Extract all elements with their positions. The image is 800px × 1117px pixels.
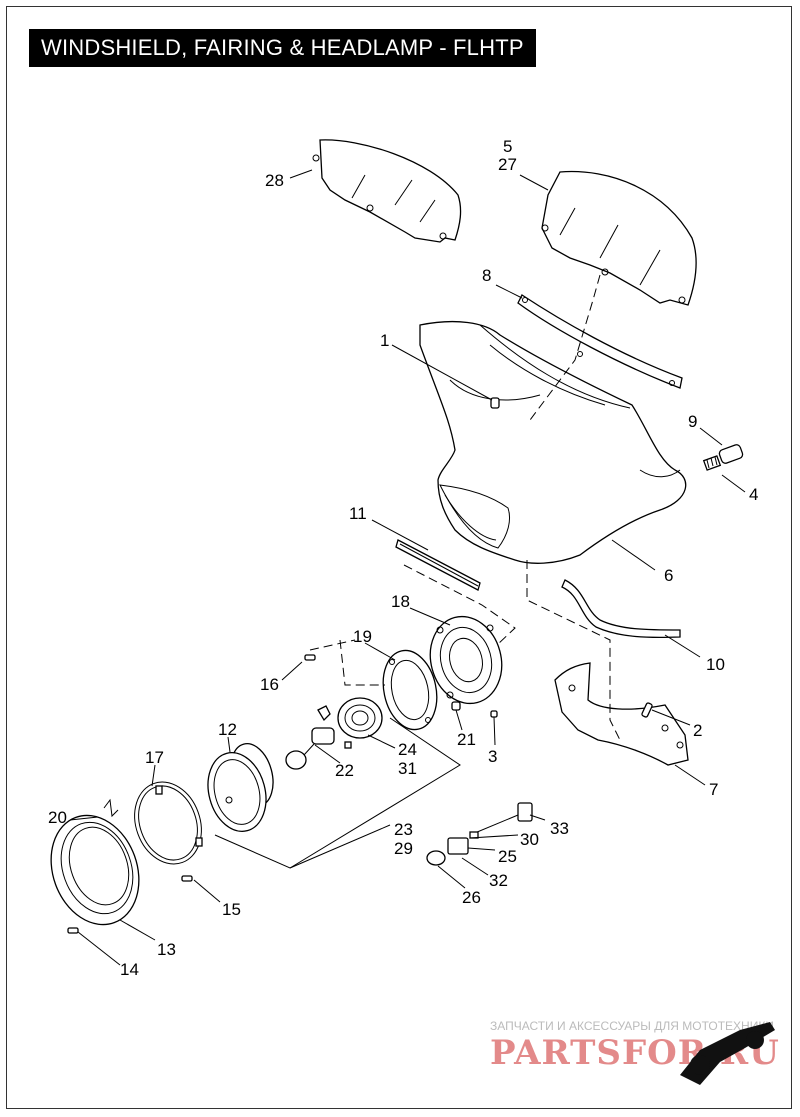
part-9-knob — [702, 444, 744, 471]
part-20-spring-clip — [103, 798, 119, 818]
callout-1: 1 — [380, 331, 389, 350]
callout-12: 12 — [218, 720, 237, 739]
part-15-screw — [181, 875, 193, 882]
part-17-retaining-ring — [134, 781, 203, 865]
part-21-screw — [451, 701, 461, 711]
callout-15: 15 — [222, 900, 241, 919]
part-6-fairing — [419, 320, 687, 564]
watermark: ЗАПЧАСТИ И АКСЕССУАРЫ ДЛЯ МОТОТЕХНИКИ PA… — [490, 1019, 779, 1085]
part-22-bulb — [285, 705, 335, 770]
bracket-lines-23 — [214, 717, 461, 869]
callout-17: 17 — [145, 748, 164, 767]
callout-20: 20 — [48, 808, 67, 827]
callout-3: 3 — [488, 747, 497, 766]
part-1-screw — [490, 397, 500, 409]
callout-11: 11 — [349, 504, 367, 523]
leader-lines — [69, 169, 746, 966]
callout-28: 28 — [265, 171, 284, 190]
callout-21: 21 — [457, 730, 476, 749]
callout-29: 29 — [394, 839, 413, 858]
part-13-trim-ring — [50, 814, 140, 926]
callout-numbers: 28 5 27 8 1 9 4 11 6 10 2 7 18 19 16 12 … — [48, 137, 758, 979]
callout-18: 18 — [391, 592, 410, 611]
page-border — [6, 6, 792, 1109]
callout-22: 22 — [335, 761, 354, 780]
callout-14: 14 — [120, 960, 139, 979]
part-11-seal-strip — [395, 539, 481, 591]
callout-9: 9 — [688, 412, 697, 431]
page-title: WINDSHIELD, FAIRING & HEADLAMP - FLHTP — [29, 29, 536, 67]
callout-10: 10 — [706, 655, 725, 674]
part-28-windshield-small — [312, 139, 462, 243]
callout-23: 23 — [394, 820, 413, 839]
part-16-screw — [304, 654, 316, 661]
part-18-headlamp-housing — [429, 615, 503, 705]
callout-30: 30 — [520, 830, 539, 849]
callout-32: 32 — [489, 871, 508, 890]
callout-26: 26 — [462, 888, 481, 907]
part-5-windshield-tall — [541, 170, 697, 306]
motorcycle-logo-icon — [680, 1022, 775, 1085]
dashed-assembly-lines — [309, 274, 621, 741]
callout-24: 24 — [398, 740, 417, 759]
watermark-tagline: ЗАПЧАСТИ И АКСЕССУАРЫ ДЛЯ МОТОТЕХНИКИ — [490, 1019, 774, 1033]
callout-27: 27 — [498, 155, 517, 174]
callout-6: 6 — [664, 566, 673, 585]
callout-13: 13 — [157, 940, 176, 959]
part-3-screw — [490, 710, 498, 718]
part-8-trim-strip — [517, 294, 683, 389]
callout-19: 19 — [353, 627, 372, 646]
callout-25: 25 — [498, 847, 517, 866]
callout-7: 7 — [709, 780, 718, 799]
callout-2: 2 — [693, 721, 702, 740]
part-10-bracket — [561, 579, 681, 639]
part-14-screw — [67, 927, 79, 934]
callout-8: 8 — [482, 266, 491, 285]
callout-4: 4 — [749, 485, 758, 504]
part-7-lower-bracket — [554, 662, 689, 766]
part-12-sealed-beam — [207, 743, 274, 832]
callout-31: 31 — [398, 759, 417, 778]
callout-16: 16 — [260, 675, 279, 694]
part-2-screw — [641, 702, 653, 718]
part-19-mounting-ring — [382, 649, 438, 731]
part-32-lamp-socket — [426, 837, 469, 866]
callout-33: 33 — [550, 819, 569, 838]
callout-5: 5 — [503, 137, 512, 156]
part-33-harness — [469, 802, 533, 839]
part-24-socket-adapter — [337, 697, 383, 749]
